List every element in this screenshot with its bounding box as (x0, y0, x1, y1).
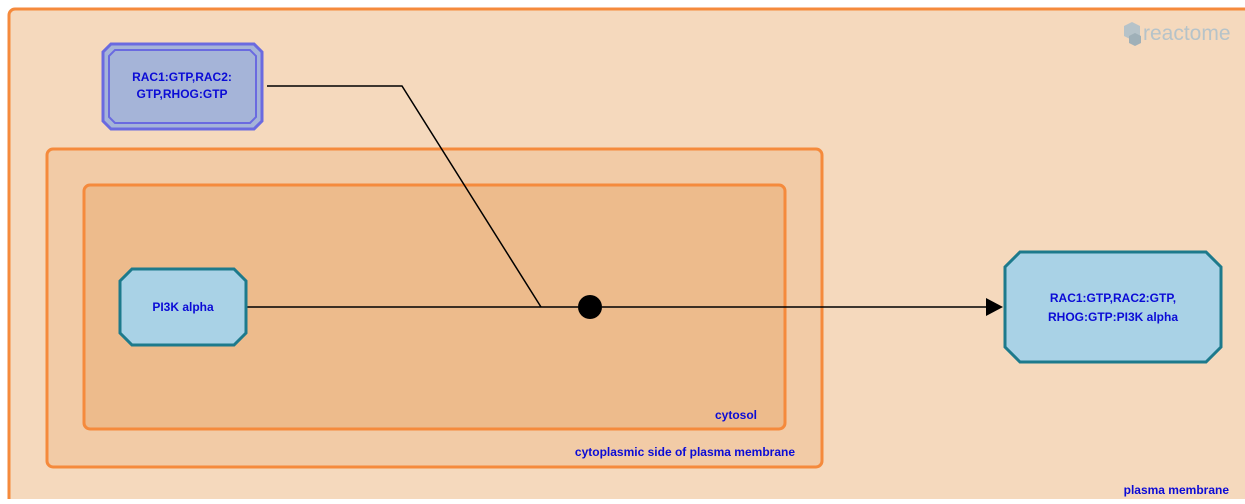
complex-inner-border (108, 49, 257, 124)
complex-product-label-line1: RAC1:GTP,RAC2:GTP, (1050, 291, 1176, 305)
reactome-logo-icon (1124, 22, 1141, 46)
plasma-membrane-label: plasma membrane (1124, 483, 1230, 497)
protein-pi3k-label: PI3K alpha (152, 300, 214, 314)
complex-rac-label-line2: GTP,RHOG:GTP (136, 87, 227, 101)
catalyst-edge[interactable] (267, 85, 542, 308)
protein-pi3k-alpha[interactable]: PI3K alpha (118, 267, 248, 347)
complex-product[interactable]: RAC1:GTP,RAC2:GTP, RHOG:GTP:PI3K alpha (1003, 250, 1223, 364)
arrowhead-icon (986, 298, 1003, 316)
complex-product-shape (1003, 250, 1223, 364)
cytoplasmic-side-label: cytoplasmic side of plasma membrane (575, 445, 795, 459)
reaction-node-icon[interactable] (578, 295, 602, 319)
reactome-logo-text: reactome (1143, 22, 1231, 45)
cytosol-label: cytosol (715, 408, 757, 422)
edges (246, 85, 1003, 319)
complex-rac-label-line1: RAC1:GTP,RAC2: (132, 70, 232, 84)
complex-product-label-line2: RHOG:GTP:PI3K alpha (1048, 310, 1178, 324)
protein-pi3k-shape (118, 267, 248, 347)
complex-rac-gtp[interactable]: RAC1:GTP,RAC2: GTP,RHOG:GTP (101, 42, 264, 131)
reactome-logo: reactome (1124, 22, 1231, 46)
